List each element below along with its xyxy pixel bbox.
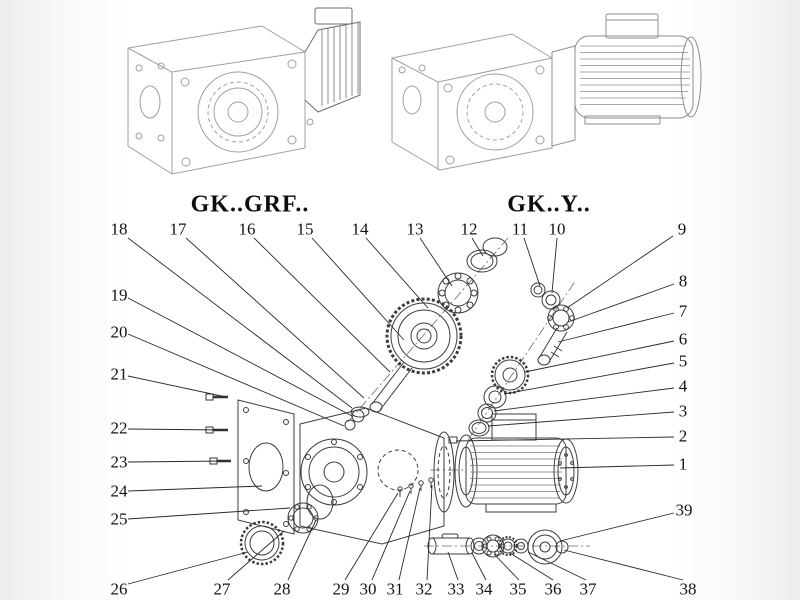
part-number-23: 23 — [110, 452, 128, 472]
part-number-30: 30 — [359, 579, 377, 599]
leader-line-37 — [527, 551, 587, 581]
leader-line-18 — [127, 237, 353, 409]
variant-label-gk-grf: GK..GRF.. — [190, 191, 310, 218]
leader-line-23 — [127, 460, 229, 463]
leader-line-3 — [487, 411, 675, 427]
part-number-2: 2 — [678, 426, 688, 446]
output-shaft-assembly — [427, 529, 569, 565]
housing-flange-bolts — [397, 477, 434, 497]
part-number-1: 1 — [678, 454, 688, 474]
part-number-34: 34 — [475, 579, 493, 599]
leader-line-25 — [127, 507, 291, 520]
part-number-5: 5 — [678, 351, 688, 371]
leader-line-9 — [566, 235, 674, 309]
exploded-view — [205, 237, 590, 566]
leader-line-29 — [344, 492, 399, 581]
part-number-9: 9 — [677, 219, 687, 239]
leader-line-31 — [398, 487, 421, 581]
part-number-37: 37 — [579, 579, 597, 599]
leader-line-12 — [471, 237, 484, 257]
leader-line-13 — [419, 237, 453, 287]
gk-grf-illustration — [127, 7, 361, 175]
part-number-22: 22 — [110, 418, 128, 438]
large-bearing — [437, 272, 479, 314]
electric-motor — [448, 413, 579, 513]
part-number-6: 6 — [678, 329, 688, 349]
part-number-11: 11 — [511, 219, 529, 239]
part-number-26: 26 — [110, 579, 128, 599]
part-number-39: 39 — [675, 500, 693, 520]
input-train — [468, 282, 575, 437]
part-number-12: 12 — [460, 219, 478, 239]
part-number-10: 10 — [548, 219, 566, 239]
part-number-14: 14 — [351, 219, 369, 239]
part-number-29: 29 — [332, 579, 350, 599]
leader-line-19 — [127, 297, 353, 417]
leader-line-6 — [524, 340, 675, 373]
leader-line-30 — [371, 490, 411, 581]
leader-line-36 — [509, 552, 554, 581]
part-number-33: 33 — [447, 579, 465, 599]
part-number-13: 13 — [406, 219, 424, 239]
leader-line-27 — [227, 530, 285, 581]
part-number-31: 31 — [386, 579, 404, 599]
leader-line-35 — [493, 553, 520, 581]
part-number-35: 35 — [509, 579, 527, 599]
leader-line-22 — [127, 428, 225, 431]
part-number-16: 16 — [238, 219, 256, 239]
part-number-38: 38 — [679, 579, 697, 599]
large-gear — [385, 297, 463, 375]
leader-line-38 — [563, 549, 684, 581]
part-number-36: 36 — [544, 579, 562, 599]
part-number-15: 15 — [296, 219, 314, 239]
part-number-32: 32 — [415, 579, 433, 599]
leader-line-1 — [559, 464, 675, 469]
part-number-3: 3 — [678, 401, 688, 421]
part-number-18: 18 — [110, 219, 128, 239]
breather-plug — [448, 436, 458, 444]
gk-y-illustration — [391, 13, 702, 171]
variant-label-gk-y: GK..Y.. — [507, 191, 591, 218]
part-number-7: 7 — [678, 301, 688, 321]
gearbox-housing — [299, 406, 455, 545]
leader-line-21 — [127, 375, 227, 398]
leader-line-2 — [455, 436, 675, 442]
leader-line-4 — [493, 387, 675, 412]
part-number-25: 25 — [110, 509, 128, 529]
part-number-24: 24 — [110, 481, 128, 501]
leader-line-7 — [557, 312, 675, 343]
part-number-17: 17 — [169, 219, 187, 239]
leader-line-11 — [523, 237, 541, 287]
mounting-flange-plate — [237, 399, 295, 535]
leader-line-33 — [447, 551, 459, 581]
output-cover-parts — [239, 484, 334, 566]
leader-line-16 — [253, 237, 391, 373]
flange-bolts — [205, 393, 231, 465]
leader-line-20 — [127, 333, 345, 427]
part-number-8: 8 — [678, 271, 688, 291]
part-number-4: 4 — [678, 376, 688, 396]
shim-rings — [466, 237, 508, 273]
part-number-19: 19 — [110, 285, 128, 305]
leader-line-10 — [551, 237, 558, 294]
leader-line-26 — [127, 551, 249, 585]
input-shaft — [344, 361, 413, 431]
part-number-20: 20 — [110, 322, 128, 342]
leader-line-14 — [365, 237, 429, 309]
leader-line-39 — [559, 512, 675, 542]
part-number-28: 28 — [273, 579, 291, 599]
leader-lines-layer — [127, 235, 684, 585]
leader-line-15 — [311, 237, 405, 341]
leader-line-5 — [503, 362, 675, 395]
leader-line-34 — [471, 552, 487, 581]
part-number-27: 27 — [213, 579, 231, 599]
leader-line-8 — [567, 283, 675, 323]
leader-line-28 — [287, 519, 317, 581]
leader-line-17 — [185, 237, 365, 399]
leader-line-32 — [426, 484, 433, 581]
leader-line-24 — [127, 485, 263, 492]
part-number-21: 21 — [110, 364, 128, 384]
